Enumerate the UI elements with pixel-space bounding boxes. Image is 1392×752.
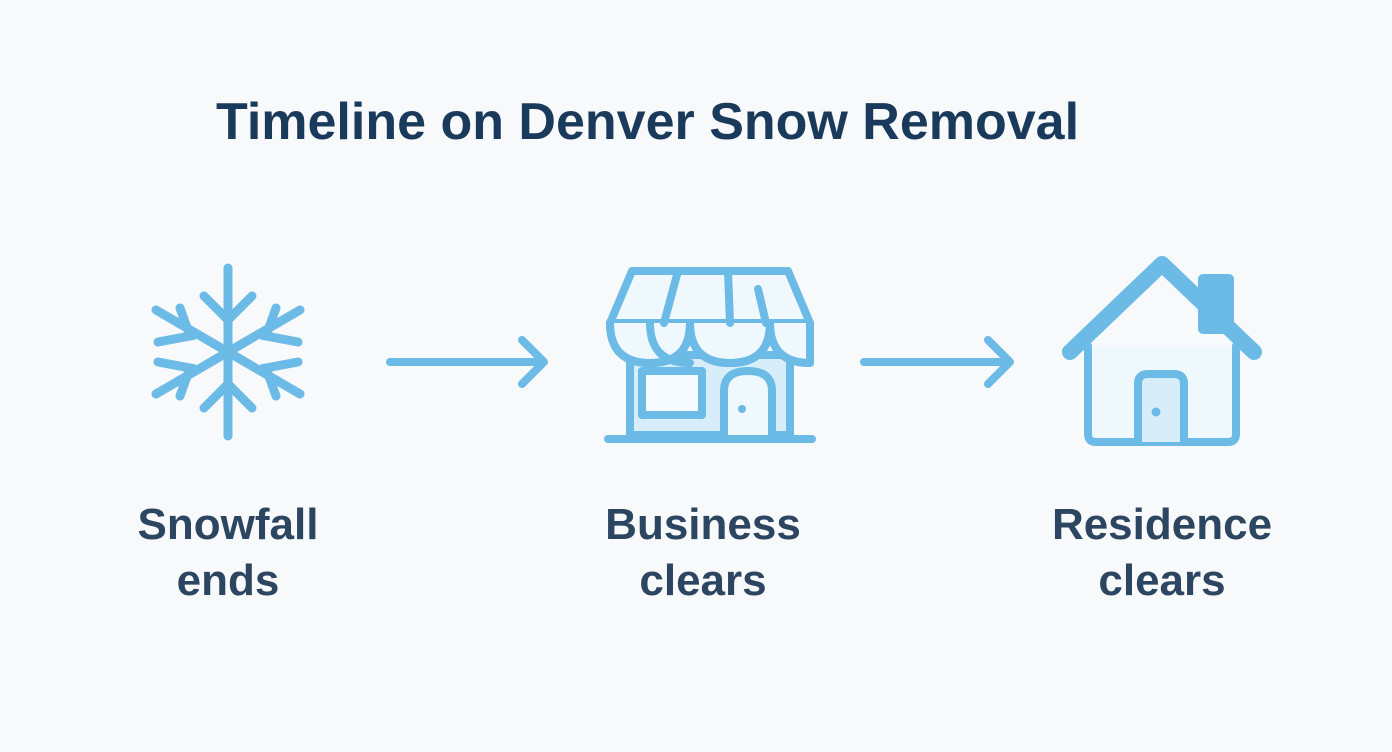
step-label-line2: clears — [1098, 556, 1226, 605]
step-label-line2: clears — [639, 556, 767, 605]
step-label-residence: Residence clears — [1002, 497, 1322, 609]
step-label-snowfall: Snowfall ends — [68, 497, 388, 609]
arrow-right-icon — [386, 336, 548, 388]
page-title: Timeline on Denver Snow Removal — [216, 93, 1080, 151]
snowflake-icon — [151, 263, 305, 441]
step-label-line2: ends — [176, 556, 280, 605]
step-label-line1: Snowfall — [137, 500, 319, 549]
step-label-business: Business clears — [543, 497, 863, 609]
step-label-line1: Residence — [1051, 500, 1273, 549]
storefront-icon — [604, 267, 816, 443]
house-icon — [1062, 256, 1262, 446]
arrow-right-icon — [860, 336, 1014, 388]
step-label-line1: Business — [605, 500, 801, 549]
